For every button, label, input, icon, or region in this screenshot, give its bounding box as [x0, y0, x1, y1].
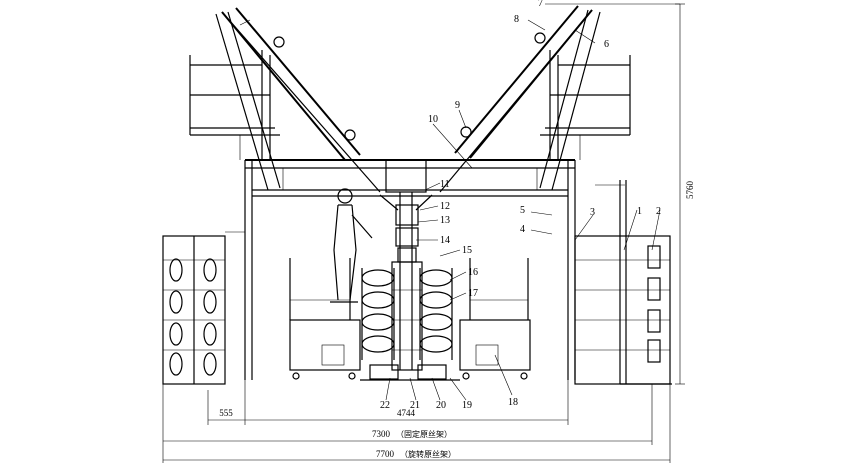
- part-labels: 1 2 3 4 5 6 7 8 9 10 11 12 13 14 15 16 1…: [380, 0, 661, 411]
- part-label-20: 20: [436, 400, 446, 411]
- operator-figure: [330, 188, 373, 303]
- inner-width-dimension: 4744: [397, 408, 416, 418]
- rotating-creel-width-dimension: 7700: [376, 449, 395, 459]
- part-label-14: 14: [440, 235, 450, 246]
- part-label-15: 15: [462, 245, 472, 256]
- rotating-creel-note: （旋转原丝架）: [400, 449, 456, 459]
- part-label-1: 1: [637, 206, 642, 217]
- part-label-4: 4: [520, 224, 525, 235]
- part-label-5: 5: [520, 205, 525, 216]
- part-label-19: 19: [462, 400, 472, 411]
- part-label-8: 8: [514, 14, 519, 25]
- part-label-3: 3: [590, 207, 595, 218]
- right-cart: [459, 258, 531, 380]
- right-top-platform: [540, 50, 631, 160]
- base-units: [360, 364, 460, 381]
- left-top-platform: [189, 50, 280, 160]
- part-label-22: 22: [380, 400, 390, 411]
- fixed-creel-note: （固定原丝架）: [396, 429, 452, 439]
- main-frame: [244, 159, 576, 380]
- left-creel: [162, 231, 245, 385]
- leader-lines: [385, 3, 680, 401]
- part-label-17: 17: [468, 288, 478, 299]
- central-column: [379, 159, 433, 371]
- part-label-6: 6: [604, 39, 609, 50]
- part-label-16: 16: [468, 267, 478, 278]
- left-cart: [289, 258, 361, 380]
- part-label-12: 12: [440, 201, 450, 212]
- dimension-lines: 5760 555 4744 7300 （固定原丝架） 7700 （旋转原丝架）: [162, 3, 695, 463]
- part-label-10: 10: [428, 114, 438, 125]
- right-inclined-arm: [439, 5, 601, 193]
- part-label-11: 11: [440, 179, 450, 190]
- left-offset-dimension: 555: [219, 408, 233, 418]
- right-carrier-stack: [419, 268, 453, 360]
- part-label-18: 18: [508, 397, 518, 408]
- right-creel: [574, 180, 672, 385]
- part-label-7: 7: [538, 0, 543, 9]
- height-dimension: 5760: [685, 181, 695, 200]
- fixed-creel-width-dimension: 7300: [372, 429, 391, 439]
- part-label-13: 13: [440, 215, 450, 226]
- left-inclined-arm: [215, 7, 381, 193]
- part-label-9: 9: [455, 100, 460, 111]
- part-label-2: 2: [656, 206, 661, 217]
- part-label-21: 21: [410, 400, 420, 411]
- left-carrier-stack: [361, 268, 395, 360]
